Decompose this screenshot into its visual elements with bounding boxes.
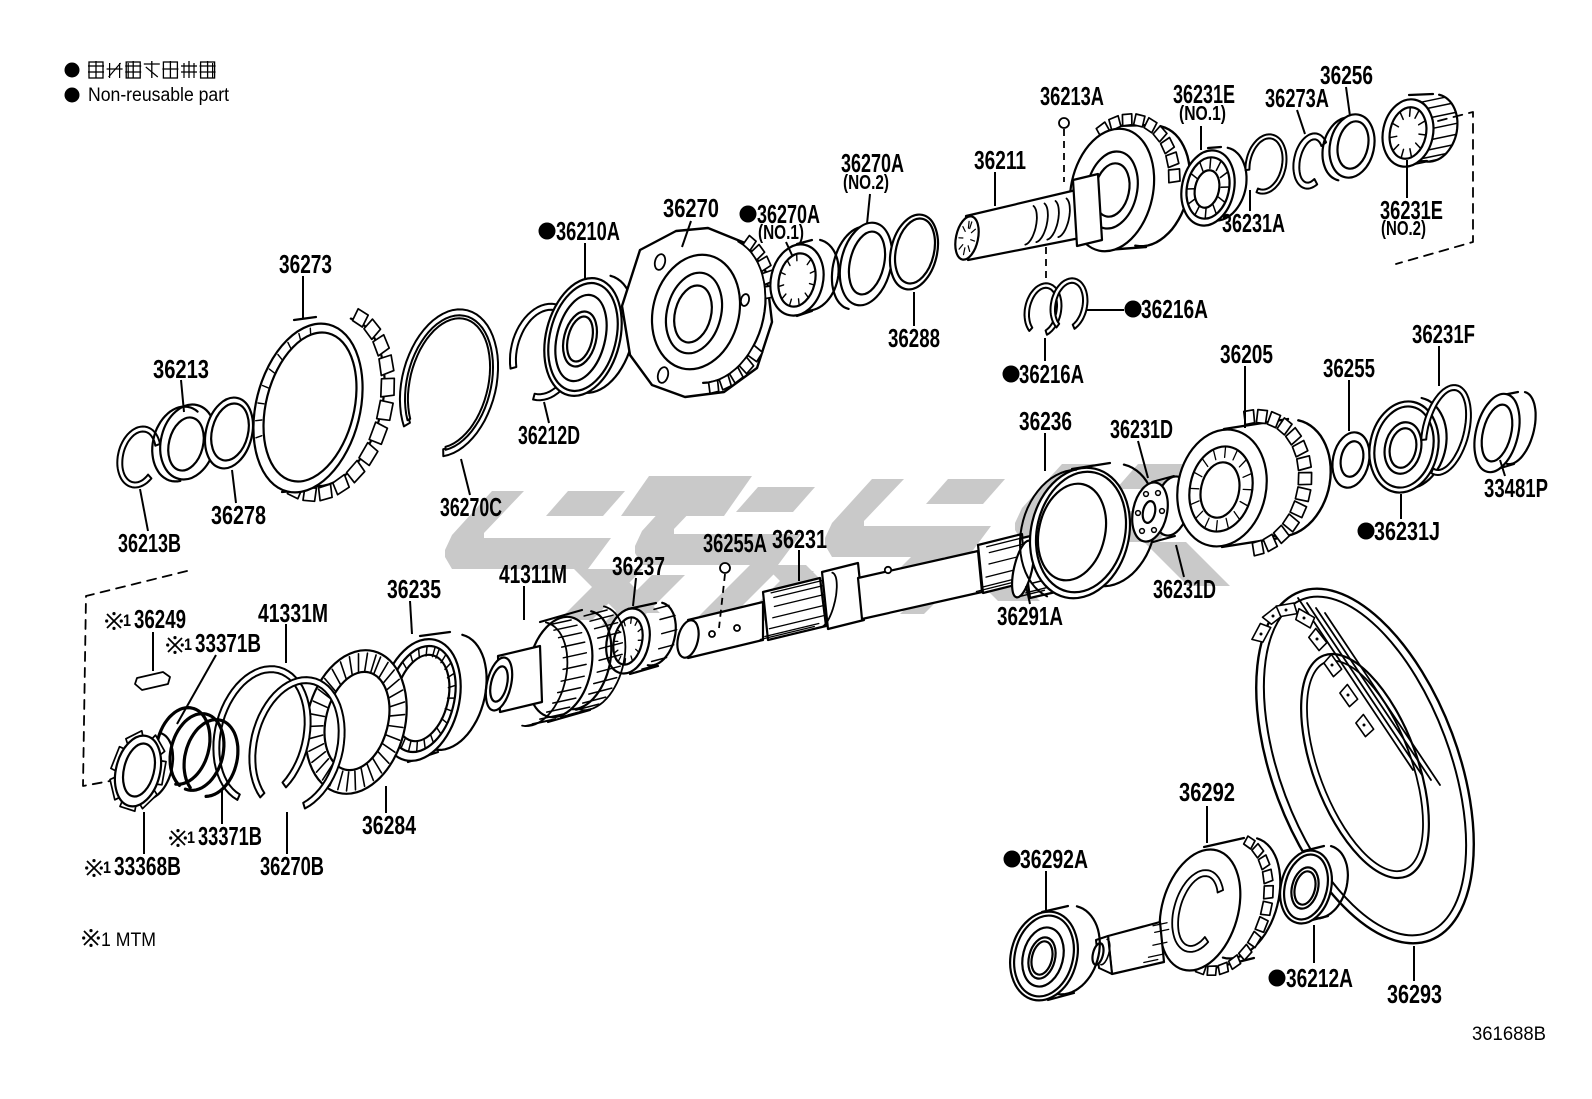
svg-text:36211: 36211: [974, 145, 1026, 175]
svg-text:(NO.2): (NO.2): [843, 172, 889, 194]
svg-text:Non-reusable part: Non-reusable part: [88, 85, 230, 106]
svg-text:36216A: 36216A: [1019, 359, 1084, 389]
svg-text:361688B: 361688B: [1472, 1024, 1546, 1045]
svg-text:36213: 36213: [153, 354, 209, 384]
svg-text:36256: 36256: [1320, 60, 1373, 90]
svg-text:36270C: 36270C: [440, 492, 502, 522]
svg-text:33371B: 33371B: [198, 821, 262, 851]
svg-text:33371B: 33371B: [195, 628, 261, 658]
svg-text:36213B: 36213B: [118, 528, 181, 558]
svg-text:1: 1: [187, 828, 195, 847]
svg-text:36231J: 36231J: [1374, 516, 1440, 546]
svg-text:36212A: 36212A: [1286, 963, 1353, 993]
svg-text:1 MTM: 1 MTM: [101, 930, 156, 951]
svg-text:36231E: 36231E: [1173, 79, 1235, 109]
svg-text:36291A: 36291A: [997, 601, 1063, 631]
svg-text:36210A: 36210A: [556, 216, 620, 246]
svg-text:33368B: 33368B: [114, 851, 181, 881]
svg-text:36231A: 36231A: [1222, 208, 1285, 238]
svg-text:1: 1: [123, 611, 131, 630]
svg-text:36237: 36237: [612, 551, 665, 581]
svg-text:36270B: 36270B: [260, 851, 324, 881]
svg-text:36231F: 36231F: [1412, 319, 1475, 349]
svg-text:(NO.1): (NO.1): [758, 222, 804, 244]
svg-text:36231: 36231: [772, 524, 827, 554]
svg-text:41311M: 41311M: [499, 559, 567, 589]
svg-text:36292: 36292: [1179, 777, 1235, 807]
svg-text:(NO.1): (NO.1): [1179, 103, 1226, 125]
svg-text:(NO.2): (NO.2): [1381, 218, 1426, 240]
svg-text:36205: 36205: [1220, 339, 1273, 369]
svg-text:36270A: 36270A: [757, 199, 820, 229]
svg-text:1: 1: [184, 635, 192, 654]
svg-text:36212D: 36212D: [518, 420, 580, 450]
svg-text:36255: 36255: [1323, 353, 1375, 383]
svg-text:33481P: 33481P: [1484, 473, 1548, 503]
svg-text:36231D: 36231D: [1153, 574, 1216, 604]
svg-text:41331M: 41331M: [258, 598, 328, 628]
svg-text:36284: 36284: [362, 810, 416, 840]
svg-text:36270A: 36270A: [841, 148, 904, 178]
svg-text:36236: 36236: [1019, 406, 1072, 436]
svg-text:36255A: 36255A: [703, 528, 767, 558]
svg-text:36292A: 36292A: [1020, 844, 1088, 874]
svg-text:1: 1: [103, 858, 111, 877]
svg-text:36249: 36249: [134, 604, 186, 634]
svg-text:36213A: 36213A: [1040, 81, 1104, 111]
svg-text:36273: 36273: [279, 249, 332, 279]
svg-text:36288: 36288: [888, 323, 940, 353]
svg-text:36278: 36278: [211, 500, 266, 530]
svg-text:36273A: 36273A: [1265, 83, 1329, 113]
svg-text:36231D: 36231D: [1110, 414, 1173, 444]
svg-text:36293: 36293: [1387, 979, 1442, 1009]
svg-text:36231E: 36231E: [1380, 195, 1443, 225]
svg-text:36216A: 36216A: [1141, 294, 1208, 324]
svg-text:36270: 36270: [663, 193, 719, 223]
svg-text:36235: 36235: [387, 574, 441, 604]
